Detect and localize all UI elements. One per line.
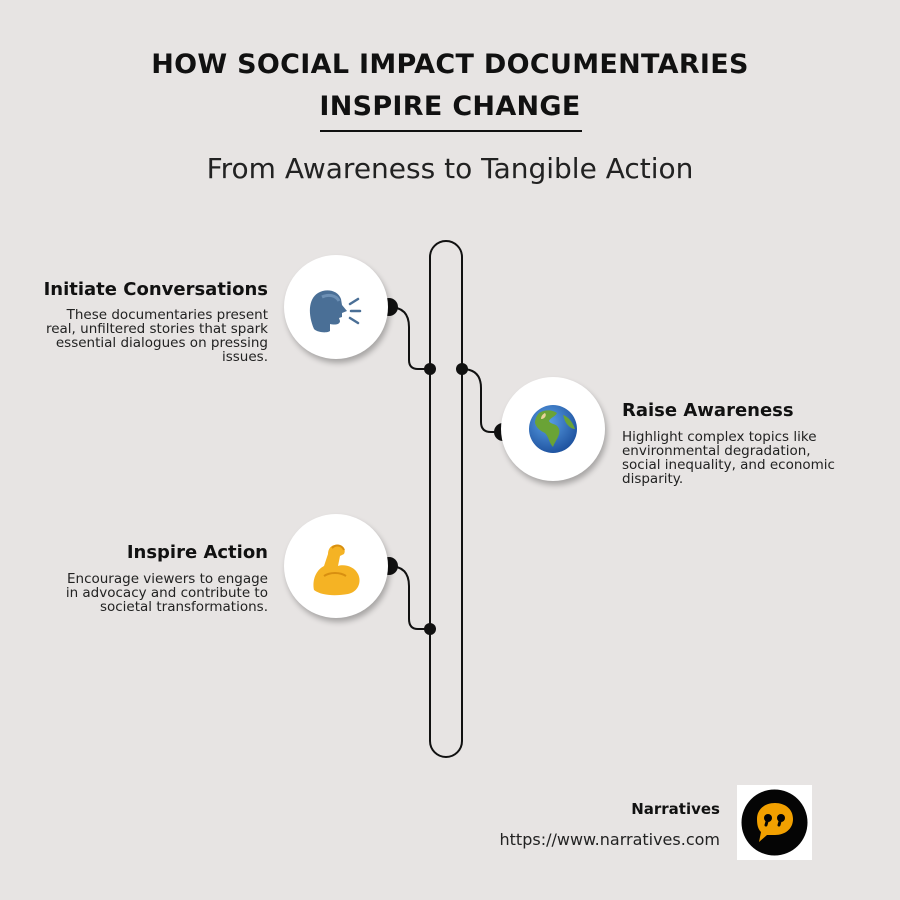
speech-bubble-quote-icon — [741, 789, 808, 856]
flexed-biceps-icon — [313, 544, 360, 596]
step-icon-circle-awareness — [501, 377, 605, 481]
step-icon-circle-initiate — [284, 255, 388, 359]
timeline-track — [429, 240, 463, 758]
connector-raise-awareness — [461, 368, 503, 433]
speaking-head-icon — [309, 290, 362, 333]
page-title: HOW SOCIAL IMPACT DOCUMENTARIES INSPIRE … — [0, 44, 900, 128]
brand-url-link[interactable]: https://www.narratives.com — [499, 830, 720, 849]
step-description-initiate-conversations: These documentaries present real, unfilt… — [45, 307, 268, 365]
brand-name: Narratives — [631, 800, 720, 818]
step-description-inspire-action: Encourage viewers to engage in advocacy … — [65, 571, 268, 615]
junction-dot-3 — [424, 623, 436, 635]
page-subtitle: From Awareness to Tangible Action — [206, 152, 694, 185]
globe-icon — [529, 405, 577, 453]
junction-dot-1 — [424, 363, 436, 375]
step-title-initiate-conversations: Initiate Conversations — [43, 279, 268, 300]
connector-inspire-action — [388, 565, 430, 630]
brand-logo — [737, 785, 812, 860]
step-title-inspire-action: Inspire Action — [126, 542, 268, 563]
title-underline — [320, 130, 582, 132]
title-line-2: INSPIRE CHANGE — [319, 91, 581, 122]
junction-dot-2 — [456, 363, 468, 375]
step-description-raise-awareness: Highlight complex topics like environmen… — [622, 429, 835, 487]
step-title-raise-awareness: Raise Awareness — [622, 400, 794, 421]
title-line-1: HOW SOCIAL IMPACT DOCUMENTARIES — [151, 49, 749, 80]
step-icon-circle-action — [284, 514, 388, 618]
connector-initiate-conversations — [388, 306, 430, 370]
